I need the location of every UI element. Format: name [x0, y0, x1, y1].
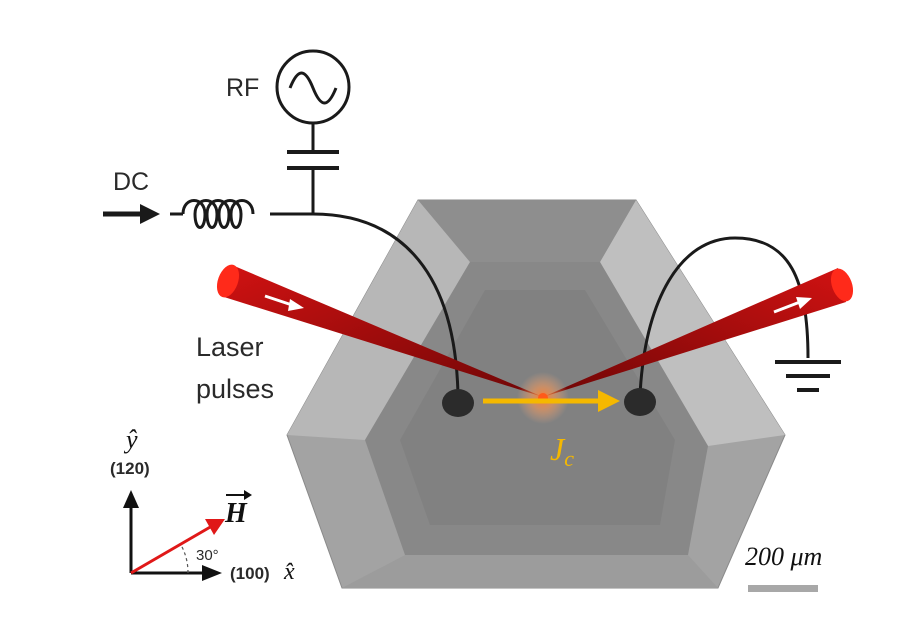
crystal-right-bevel [600, 200, 785, 446]
dc-arrow-icon [103, 204, 160, 224]
y-axis-direction: (120) [110, 459, 150, 478]
inductor-icon [181, 199, 255, 229]
right-contact-pad [624, 388, 656, 416]
x-axis-direction: (100) [230, 564, 270, 583]
dc-label: DC [113, 168, 149, 196]
coordinate-axes [123, 490, 225, 581]
crystal-left-bevel [287, 200, 470, 440]
y-axis-symbol: ŷ [123, 425, 138, 454]
capacitor-icon [287, 150, 339, 170]
ground-icon [775, 360, 841, 392]
crystal-bottom-bevel [342, 555, 718, 588]
angle-arc [180, 544, 189, 574]
x-axis-arrowhead [202, 565, 222, 581]
ac-sine-icon [288, 71, 338, 105]
rf-label: RF [226, 74, 259, 102]
field-symbol: H [224, 490, 252, 529]
critical-current-label: Jc [550, 431, 574, 471]
left-contact-pad [442, 389, 474, 417]
laser-beam-right [543, 268, 854, 397]
x-axis-symbol: x̂ [283, 559, 295, 585]
circuit [170, 49, 841, 396]
crystal-top-bevel [418, 200, 636, 262]
svg-text:H: H [224, 498, 248, 529]
field-vector [130, 524, 213, 575]
y-axis-arrowhead [123, 490, 139, 508]
scale-bar-label: 200 μm [745, 542, 822, 571]
scale-bar [748, 585, 818, 592]
laser-label-line2: pulses [196, 374, 274, 404]
left-wire [312, 212, 460, 396]
critical-current-arrow [483, 390, 620, 412]
laser-label-line1: Laser [196, 332, 264, 362]
angle-label: 30° [196, 547, 219, 564]
laser-beam-left [216, 264, 543, 397]
